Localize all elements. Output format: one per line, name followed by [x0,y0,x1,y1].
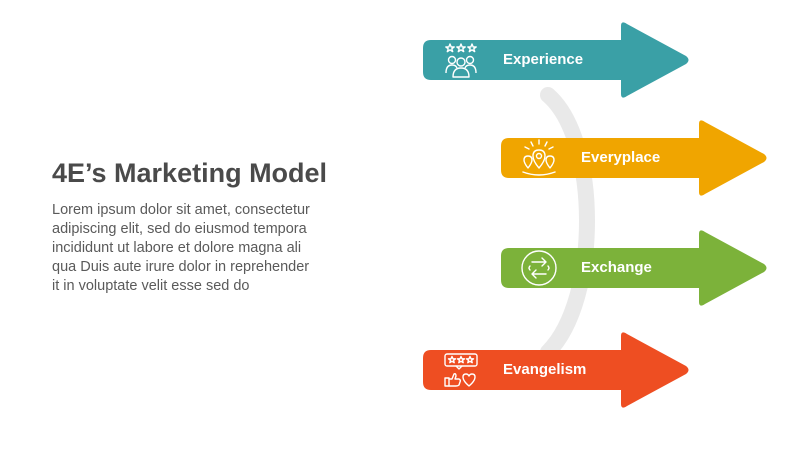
rating-like-love-icon [444,353,478,387]
description-line: incididunt ut labore et dolore magna ali [52,240,302,256]
arrow-experience: Experience [423,20,691,100]
description-line: Lorem ipsum dolor sit amet, consectetur [52,202,310,218]
arrow-shape [423,332,689,408]
description-line: qua Duis aute irure dolor in reprehender [52,259,310,275]
arrow-exchange: Exchange [501,228,769,308]
arrow-everyplace: Everyplace [501,118,769,198]
description-line: adipiscing elit, sed do eiusmod tempora [52,221,307,237]
description-text: Lorem ipsum dolor sit amet, consectetur … [52,201,352,296]
customer-rating-icon [445,43,477,78]
arrow-label: Experience [503,51,584,68]
arrow-label: Everyplace [581,149,661,166]
arrow-shape [501,230,767,306]
exchange-arrows-icon [521,250,557,286]
arrow-shape [423,22,689,98]
arrow-label: Evangelism [503,361,587,378]
page-title: 4E’s Marketing Model [52,158,328,188]
arrow-shape [501,120,767,196]
arrow-label: Exchange [581,259,652,276]
location-pins-icon [522,139,556,176]
arrow-evangelism: Evangelism [423,330,691,410]
description-line: it in voluptate velit esse sed do [52,278,250,294]
